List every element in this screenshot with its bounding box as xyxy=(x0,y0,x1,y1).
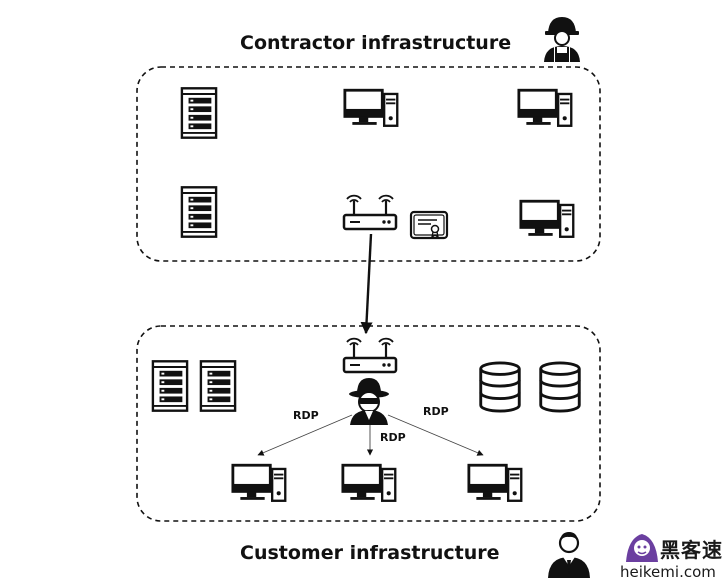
desktop-computer-icon xyxy=(517,88,573,128)
certificate-icon xyxy=(409,210,449,240)
site-watermark: 黑客速 heikemi.com xyxy=(612,528,724,584)
businessman-icon xyxy=(548,532,590,578)
server-rack-icon xyxy=(180,87,218,139)
rdp-arrow xyxy=(387,414,484,456)
server-rack-icon xyxy=(199,360,237,412)
desktop-computer-icon xyxy=(231,463,287,503)
desktop-computer-icon xyxy=(341,463,397,503)
desktop-computer-icon xyxy=(519,199,575,239)
watermark-chinese-text: 黑客速 xyxy=(660,538,723,562)
desktop-computer-icon xyxy=(343,88,399,128)
server-rack-icon xyxy=(151,360,189,412)
watermark-url: heikemi.com xyxy=(620,563,716,581)
rdp-label: RDP xyxy=(293,409,319,422)
wifi-router-icon xyxy=(342,194,398,231)
rdp-arrow xyxy=(257,414,353,456)
database-icon xyxy=(479,361,521,413)
server-rack-icon xyxy=(180,186,218,238)
customer-infrastructure-title: Customer infrastructure xyxy=(240,542,500,564)
rdp-label: RDP xyxy=(423,405,449,418)
contractor-boundary xyxy=(136,66,601,262)
contractor-infrastructure-title: Contractor infrastructure xyxy=(240,32,512,54)
database-icon xyxy=(539,361,581,413)
hacker-mascot-icon xyxy=(626,534,658,562)
rdp-label: RDP xyxy=(380,431,406,444)
wifi-router-icon xyxy=(342,337,398,374)
contractor-worker-icon xyxy=(544,17,580,62)
hacker-icon xyxy=(349,378,389,425)
desktop-computer-icon xyxy=(467,463,523,503)
vpn-link-arrow xyxy=(360,233,373,335)
